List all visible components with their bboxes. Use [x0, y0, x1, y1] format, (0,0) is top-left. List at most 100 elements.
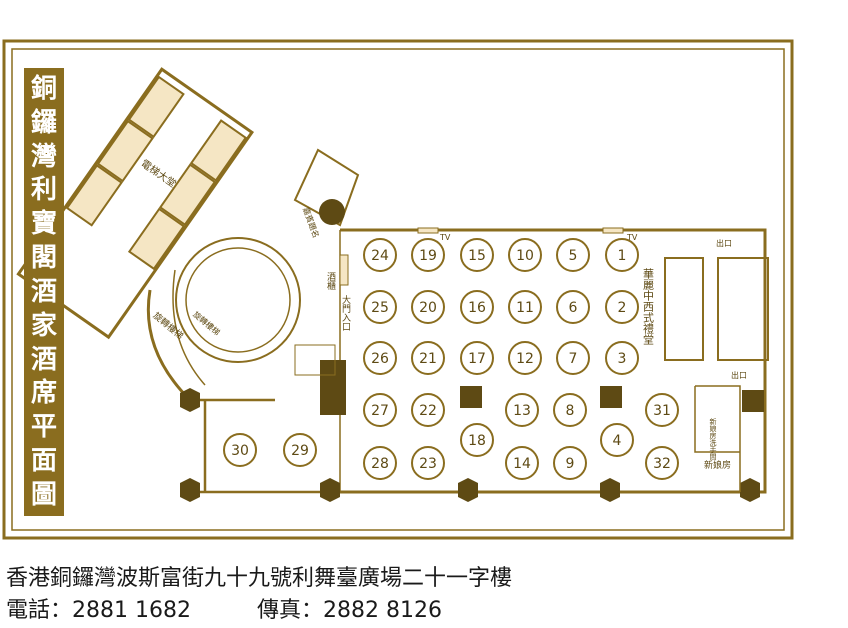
table-1: 1: [605, 238, 639, 272]
title-char: 鑼: [30, 107, 57, 138]
table-number: 31: [653, 403, 671, 419]
table-circle: [505, 446, 539, 480]
table-29: 29: [283, 433, 317, 467]
rotunda-outer: [175, 237, 301, 363]
table-circle: [460, 423, 494, 457]
table-circle: [508, 238, 542, 272]
curved-wall: [146, 289, 192, 402]
table-number: 24: [371, 248, 389, 264]
table-number: 16: [468, 300, 486, 316]
exit-mid-label: 出口: [731, 370, 747, 380]
title-char: 平: [30, 412, 57, 443]
table-32: 32: [645, 446, 679, 480]
table-number: 28: [371, 456, 389, 472]
table-number: 7: [569, 351, 578, 367]
table-19: 19: [411, 238, 445, 272]
table-circle: [600, 423, 634, 457]
title-char: 寶: [30, 209, 57, 240]
table-circle: [605, 238, 639, 272]
table-5: 5: [556, 238, 590, 272]
table-circle: [556, 341, 590, 375]
title-char: 酒: [30, 276, 57, 307]
title-char: 家: [30, 310, 57, 341]
table-circle: [553, 393, 587, 427]
table-17: 17: [460, 341, 494, 375]
table-27: 27: [363, 393, 397, 427]
inner-border: [11, 48, 785, 531]
vertical-title: 銅鑼灣利寶閣酒家酒席平面圖: [24, 68, 64, 516]
table-number: 10: [516, 248, 534, 264]
tables-layer: 1234567891011121314151617181920212223242…: [223, 238, 679, 480]
exit-top-label: 出口: [716, 238, 732, 248]
ceremony-hall-label: 華麗中西式禮堂: [642, 268, 655, 345]
stage-left: [664, 257, 704, 361]
table-circle: [645, 446, 679, 480]
table-number: 18: [468, 433, 486, 449]
table-number: 8: [566, 403, 575, 419]
outer-border: [2, 39, 794, 540]
table-circle: [363, 290, 397, 324]
tv-label-left: TV: [439, 233, 451, 242]
table-number: 1: [618, 248, 627, 264]
table-circle: [605, 290, 639, 324]
table-8: 8: [553, 393, 587, 427]
table-22: 22: [411, 393, 445, 427]
table-24: 24: [363, 238, 397, 272]
table-3: 3: [605, 341, 639, 375]
table-number: 32: [653, 456, 671, 472]
title-char: 銅: [30, 73, 57, 104]
table-number: 11: [516, 300, 534, 316]
table-number: 21: [419, 351, 437, 367]
table-26: 26: [363, 341, 397, 375]
table-9: 9: [553, 446, 587, 480]
table-circle: [411, 446, 445, 480]
entrance-room: [293, 148, 360, 227]
table-circle: [556, 238, 590, 272]
table-circle: [508, 341, 542, 375]
table-number: 3: [618, 351, 627, 367]
table-circle: [645, 393, 679, 427]
table-25: 25: [363, 290, 397, 324]
floor-plan: 電梯大堂 旋轉樓梯 旋轉樓梯 嘉賓題名 酒櫃 大門入口 TV TV 華麗中西式禮…: [2, 39, 794, 540]
table-circle: [505, 393, 539, 427]
pillars: [180, 386, 764, 502]
table-circle: [283, 433, 317, 467]
table-11: 11: [508, 290, 542, 324]
stage-right: [717, 257, 769, 361]
table-circle: [508, 290, 542, 324]
cloak-box: [320, 360, 346, 415]
pillar: [319, 199, 345, 225]
table-circle: [411, 238, 445, 272]
title-char: 席: [30, 378, 57, 409]
table-2: 2: [605, 290, 639, 324]
bride-room-label: 新娘房: [704, 459, 731, 471]
table-circle: [460, 290, 494, 324]
table-circle: [556, 290, 590, 324]
table-circle: [553, 446, 587, 480]
table-7: 7: [556, 341, 590, 375]
table-13: 13: [505, 393, 539, 427]
table-circle: [363, 238, 397, 272]
table-number: 26: [371, 351, 389, 367]
address-text: 香港銅鑼灣波斯富街九十九號利舞臺廣場二十一字樓: [6, 566, 513, 591]
table-28: 28: [363, 446, 397, 480]
bride-room-wall: [694, 385, 741, 492]
table-number: 5: [569, 248, 578, 264]
table-15: 15: [460, 238, 494, 272]
table-number: 17: [468, 351, 486, 367]
table-circle: [460, 238, 494, 272]
lift-lobby-wing: [16, 67, 255, 340]
west-wall: [190, 398, 335, 494]
table-10: 10: [508, 238, 542, 272]
table-number: 2: [618, 300, 627, 316]
table-number: 25: [371, 300, 389, 316]
title-char: 利: [30, 175, 57, 206]
table-18: 18: [460, 423, 494, 457]
entrance-label: 大門入口: [340, 294, 351, 331]
vip-room-label: 嘉賓題名: [301, 206, 321, 239]
title-char: 酒: [30, 344, 57, 375]
table-circle: [460, 341, 494, 375]
table-31: 31: [645, 393, 679, 427]
tv-screen-left: [417, 227, 439, 234]
table-30: 30: [223, 433, 257, 467]
